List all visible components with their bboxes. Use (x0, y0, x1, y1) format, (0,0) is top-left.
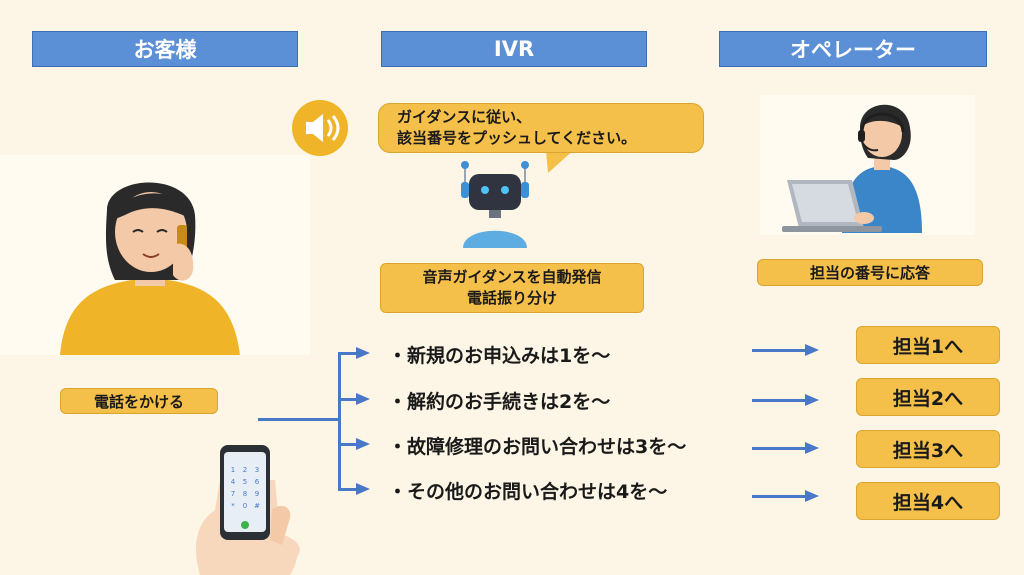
branch-arrowhead-1 (356, 347, 370, 359)
customer-call-box: 電話をかける (60, 388, 218, 414)
keypad-key: 4 (231, 478, 236, 486)
operator-illustration (782, 104, 922, 233)
speech-bubble-line1: ガイダンスに従い、 (397, 108, 532, 126)
keypad-key: * (231, 502, 235, 510)
keypad-key: 5 (243, 478, 247, 486)
ivr-description-box: 音声ガイダンスを自動発信 電話振り分け (380, 263, 644, 313)
target-box-1: 担当1へ (856, 326, 1000, 364)
speaker-icon (292, 100, 348, 156)
speech-bubble: ガイダンスに従い、 該当番号をプッシュしてください。 (378, 103, 704, 153)
header-operator: オペレーター (719, 31, 987, 67)
branch-arrow-3 (338, 443, 356, 446)
keypad-key: 6 (255, 478, 260, 486)
route-arrowhead-2 (805, 394, 819, 406)
keypad-key: 0 (243, 502, 247, 510)
ivr-box-line1: 音声ガイダンスを自動発信 (422, 268, 602, 286)
menu-item-1: ・新規のお申込みは1を〜 (388, 345, 611, 367)
menu-item-2: ・解約のお手続きは2を〜 (388, 391, 611, 413)
keypad-key: 7 (231, 490, 235, 498)
keypad-key: 9 (255, 490, 259, 498)
route-arrow-4 (752, 495, 806, 498)
menu-item-4: ・その他のお問い合わせは4を〜 (388, 481, 668, 503)
robot-icon (461, 161, 529, 248)
target-box-4: 担当4へ (856, 482, 1000, 520)
speech-bubble-line2: 該当番号をプッシュしてください。 (397, 129, 637, 147)
keypad-key: 8 (243, 490, 247, 498)
route-arrowhead-4 (805, 490, 819, 502)
branch-arrow-2 (338, 398, 356, 401)
connector-from-customer (258, 418, 341, 421)
route-arrow-2 (752, 399, 806, 402)
route-arrowhead-1 (805, 344, 819, 356)
target-box-2: 担当2へ (856, 378, 1000, 416)
route-arrowhead-3 (805, 442, 819, 454)
keypad-key: # (254, 502, 260, 510)
header-ivr: IVR (381, 31, 647, 67)
header-customer: お客様 (32, 31, 298, 67)
connector-vertical (338, 352, 341, 490)
menu-item-3: ・故障修理のお問い合わせは3を〜 (388, 436, 687, 458)
target-box-3: 担当3へ (856, 430, 1000, 468)
keypad-key: 3 (255, 466, 259, 474)
branch-arrowhead-4 (356, 483, 370, 495)
customer-illustration (60, 182, 240, 355)
branch-arrow-4 (338, 488, 356, 491)
keypad-key: 1 (231, 466, 235, 474)
branch-arrowhead-3 (356, 438, 370, 450)
branch-arrow-1 (338, 352, 356, 355)
branch-arrowhead-2 (356, 393, 370, 405)
ivr-box-line2: 電話振り分け (466, 289, 557, 307)
operator-description-box: 担当の番号に応答 (757, 259, 983, 286)
route-arrow-3 (752, 447, 806, 450)
route-arrow-1 (752, 349, 806, 352)
keypad-key: 2 (243, 466, 247, 474)
